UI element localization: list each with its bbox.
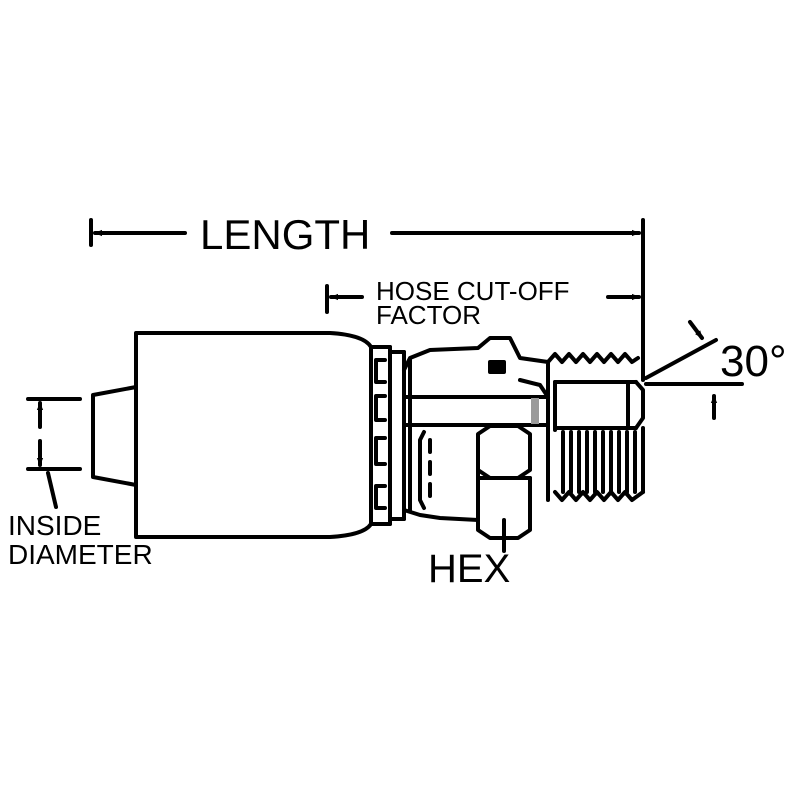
- stem-body: [402, 336, 550, 522]
- length-label: LENGTH: [200, 211, 371, 258]
- male-thread: [546, 352, 645, 502]
- ferrule-lip: [369, 345, 406, 526]
- ferrule: [134, 331, 373, 539]
- angle-dimension: [644, 320, 744, 420]
- inside-diameter-label-line1: INSIDE: [8, 510, 102, 541]
- grey-stripe: [531, 398, 539, 424]
- hex-label: HEX: [428, 547, 511, 591]
- hose-end: [26, 385, 138, 509]
- hose-cutoff-label-line2: FACTOR: [376, 300, 481, 330]
- hex-nut: [476, 424, 532, 553]
- angle-label: 30°: [720, 337, 787, 386]
- hose-cutoff-dimension: [325, 284, 641, 314]
- inside-diameter-label-line2: DIAMETER: [8, 539, 153, 570]
- hose-cutoff-label-line1: HOSE CUT-OFF: [376, 276, 570, 306]
- length-dimension: [89, 218, 645, 382]
